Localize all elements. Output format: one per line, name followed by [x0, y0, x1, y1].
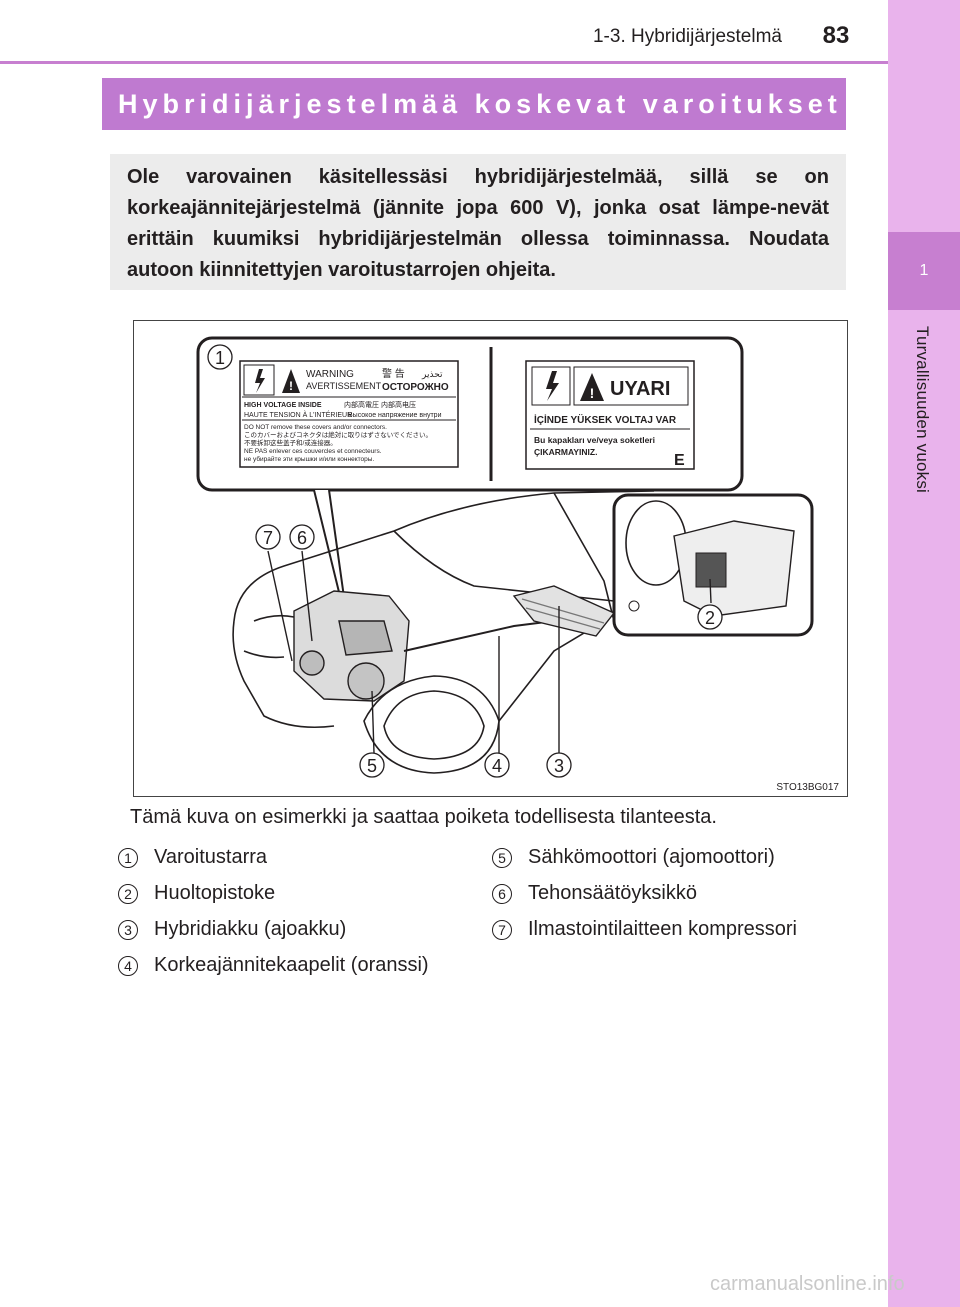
chapter-number-box — [888, 232, 960, 310]
legend-label: Varoitustarra — [154, 846, 268, 868]
header-rule — [0, 61, 888, 64]
label-line-2: このカバーおよびコネクタは絶対に取りはずさないでください。 — [244, 430, 432, 439]
legend-label: Tehonsäätöyksikkö — [528, 882, 697, 904]
svg-text:1: 1 — [215, 348, 225, 368]
callout-6: 6 — [289, 524, 315, 550]
label-line-3: 不要拆卸这些盖子和/或连接器。 — [244, 438, 337, 447]
warning-label-left: ! WARNING AVERTISSEMENT 警 告 تحذير ОСТОРО… — [239, 360, 459, 468]
legend-number: 7 — [492, 920, 512, 940]
page-title: Hybridijärjestelmää koskevat varoitukset — [102, 78, 846, 130]
callout-1: 1 — [207, 344, 233, 370]
leader-lines — [267, 550, 712, 754]
car-diagram: ! WARNING AVERTISSEMENT 警 告 تحذير ОСТОРО… — [196, 336, 839, 793]
service-plug-inset — [612, 493, 814, 637]
side-chapter-tab: 1 Turvallisuuden vuoksi — [888, 0, 960, 1307]
label-tr-line-2: Bu kapakları ve/veya soketleri — [534, 435, 655, 445]
svg-text:4: 4 — [492, 756, 502, 776]
svg-text:3: 3 — [554, 756, 564, 776]
car-outline — [232, 490, 655, 774]
label-tr-letter: E — [674, 452, 685, 469]
caution-triangle-icon — [282, 369, 300, 393]
label-uyari: UYARI — [610, 378, 670, 400]
chapter-number: 1 — [919, 262, 929, 279]
caution-text: Ole varovainen käsitellessäsi hybridijär… — [127, 166, 829, 281]
svg-text:!: ! — [590, 385, 595, 401]
legend-label: Ilmastointilaitteen kompressori — [528, 918, 797, 940]
legend-label: Huoltopistoke — [154, 882, 276, 904]
lightning-icon — [255, 369, 265, 393]
warning-label-right: ! UYARI İÇİNDE YÜKSEK VOLTAJ VAR Bu kapa… — [525, 360, 695, 470]
callout-5: 5 — [359, 752, 385, 778]
label-avertissement: AVERTISSEMENT — [306, 381, 382, 391]
watermark: carmanualsonline.info — [710, 1273, 905, 1295]
caution-triangle-icon — [580, 373, 604, 401]
hybrid-battery — [512, 585, 616, 637]
label-line-4: NE PAS enlever ces couvercles et connect… — [244, 448, 382, 455]
label-cjk: 警 告 — [382, 367, 405, 380]
engine-assembly — [293, 590, 410, 702]
svg-text:7: 7 — [263, 528, 273, 548]
legend-number: 1 — [118, 848, 138, 868]
label-russian: ОСТОРОЖНО — [382, 382, 449, 393]
figure-caption: Tämä kuva on esimerkki ja saattaa poiket… — [130, 806, 717, 828]
legend-label: Sähkömoottori (ajomoottori) — [528, 846, 775, 868]
legend-number: 6 — [492, 884, 512, 904]
label-tr-line-3: ÇIKARMAYINIZ. — [534, 447, 597, 457]
label-tr-line-1: İÇİNDE YÜKSEK VOLTAJ VAR — [534, 413, 677, 426]
legend-label: Korkeajännitekaapelit (oranssi) — [154, 954, 429, 976]
callout-4: 4 — [484, 752, 510, 778]
legend-number: 2 — [118, 884, 138, 904]
callout-7: 7 — [255, 524, 281, 550]
legend-number: 4 — [118, 956, 138, 976]
label-warning: WARNING — [306, 369, 354, 380]
svg-text:6: 6 — [297, 528, 307, 548]
hv-cable — [403, 620, 555, 652]
label-arabic: تحذير — [421, 369, 443, 379]
caution-box: Ole varovainen käsitellessäsi hybridijär… — [110, 154, 846, 290]
lightning-icon — [546, 371, 559, 401]
figure-code: STO13BG017 — [776, 782, 839, 793]
callout-3: 3 — [546, 752, 572, 778]
label-haute-tension: HAUTE TENSION À L'INTÉRIEUR — [244, 410, 352, 419]
callout-2: 2 — [697, 604, 723, 630]
page-number: 83 — [822, 22, 850, 49]
legend-number: 5 — [492, 848, 512, 868]
legend-label: Hybridiakku (ajoakku) — [154, 918, 347, 940]
chapter-title: Turvallisuuden vuoksi — [913, 326, 932, 494]
section-header: 1-3. Hybridijärjestelmä — [592, 26, 782, 47]
label-line-1: DO NOT remove these covers and/or connec… — [244, 424, 387, 431]
legend-number: 3 — [118, 920, 138, 940]
svg-text:2: 2 — [705, 608, 715, 628]
svg-text:5: 5 — [367, 756, 377, 776]
label-russian-voltage: Высокое напряжение внутри — [348, 412, 442, 419]
svg-text:!: ! — [289, 379, 293, 393]
label-high-voltage: HIGH VOLTAGE INSIDE — [244, 402, 322, 409]
hybrid-system-illustration: ! WARNING AVERTISSEMENT 警 告 تحذير ОСТОРО… — [133, 320, 848, 797]
label-cjk-voltage: 内部高電圧 内部高电压 — [344, 400, 416, 409]
label-line-5: не убирайте эти крышки и/или коннекторы. — [244, 455, 374, 463]
